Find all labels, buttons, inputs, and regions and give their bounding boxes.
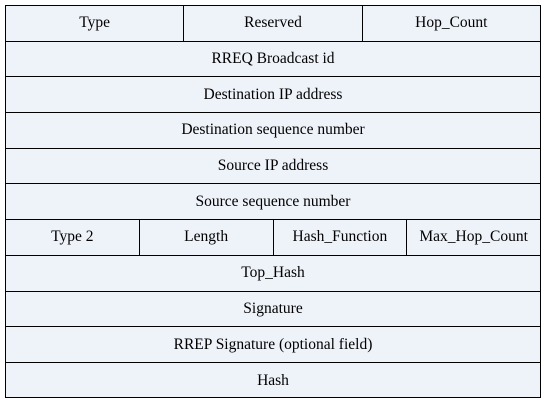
row-signature: Signature xyxy=(6,292,540,328)
field-destination-seq: Destination sequence number xyxy=(181,121,365,139)
packet-format-diagram: Type Reserved Hop_Count RREQ Broadcast i… xyxy=(5,5,541,398)
row-type-reserved-hopcount: Type Reserved Hop_Count xyxy=(6,6,540,42)
field-hash-function: Hash_Function xyxy=(274,220,408,255)
field-type: Type xyxy=(6,6,185,41)
field-signature: Signature xyxy=(243,299,303,317)
field-type-2: Type 2 xyxy=(6,220,140,255)
field-destination-ip: Destination IP address xyxy=(203,85,343,103)
row-source-ip: Source IP address xyxy=(6,149,540,185)
row-top-hash: Top_Hash xyxy=(6,256,540,292)
field-hop-count: Hop_Count xyxy=(415,14,488,32)
field-rreq-broadcast-id: RREQ Broadcast id xyxy=(211,50,335,68)
row-hash: Hash xyxy=(6,363,540,399)
row-rreq-broadcast-id: RREQ Broadcast id xyxy=(6,42,540,78)
field-top-hash: Top_Hash xyxy=(241,264,305,282)
row-type2-length-hash-maxhop: Type 2 Length Hash_Function Max_Hop_Coun… xyxy=(6,220,540,256)
row-destination-seq: Destination sequence number xyxy=(6,113,540,149)
field-max-hop-count: Max_Hop_Count xyxy=(419,228,528,246)
row-destination-ip: Destination IP address xyxy=(6,77,540,114)
field-reserved: Reserved xyxy=(184,6,363,41)
row-source-seq: Source sequence number xyxy=(6,184,540,221)
field-source-seq: Source sequence number xyxy=(195,192,351,210)
field-length: Length xyxy=(140,220,274,255)
field-rrep-signature: RREP Signature (optional field) xyxy=(173,335,373,353)
field-source-ip: Source IP address xyxy=(217,157,329,175)
row-rrep-signature: RREP Signature (optional field) xyxy=(6,327,540,363)
field-hash: Hash xyxy=(257,371,289,389)
